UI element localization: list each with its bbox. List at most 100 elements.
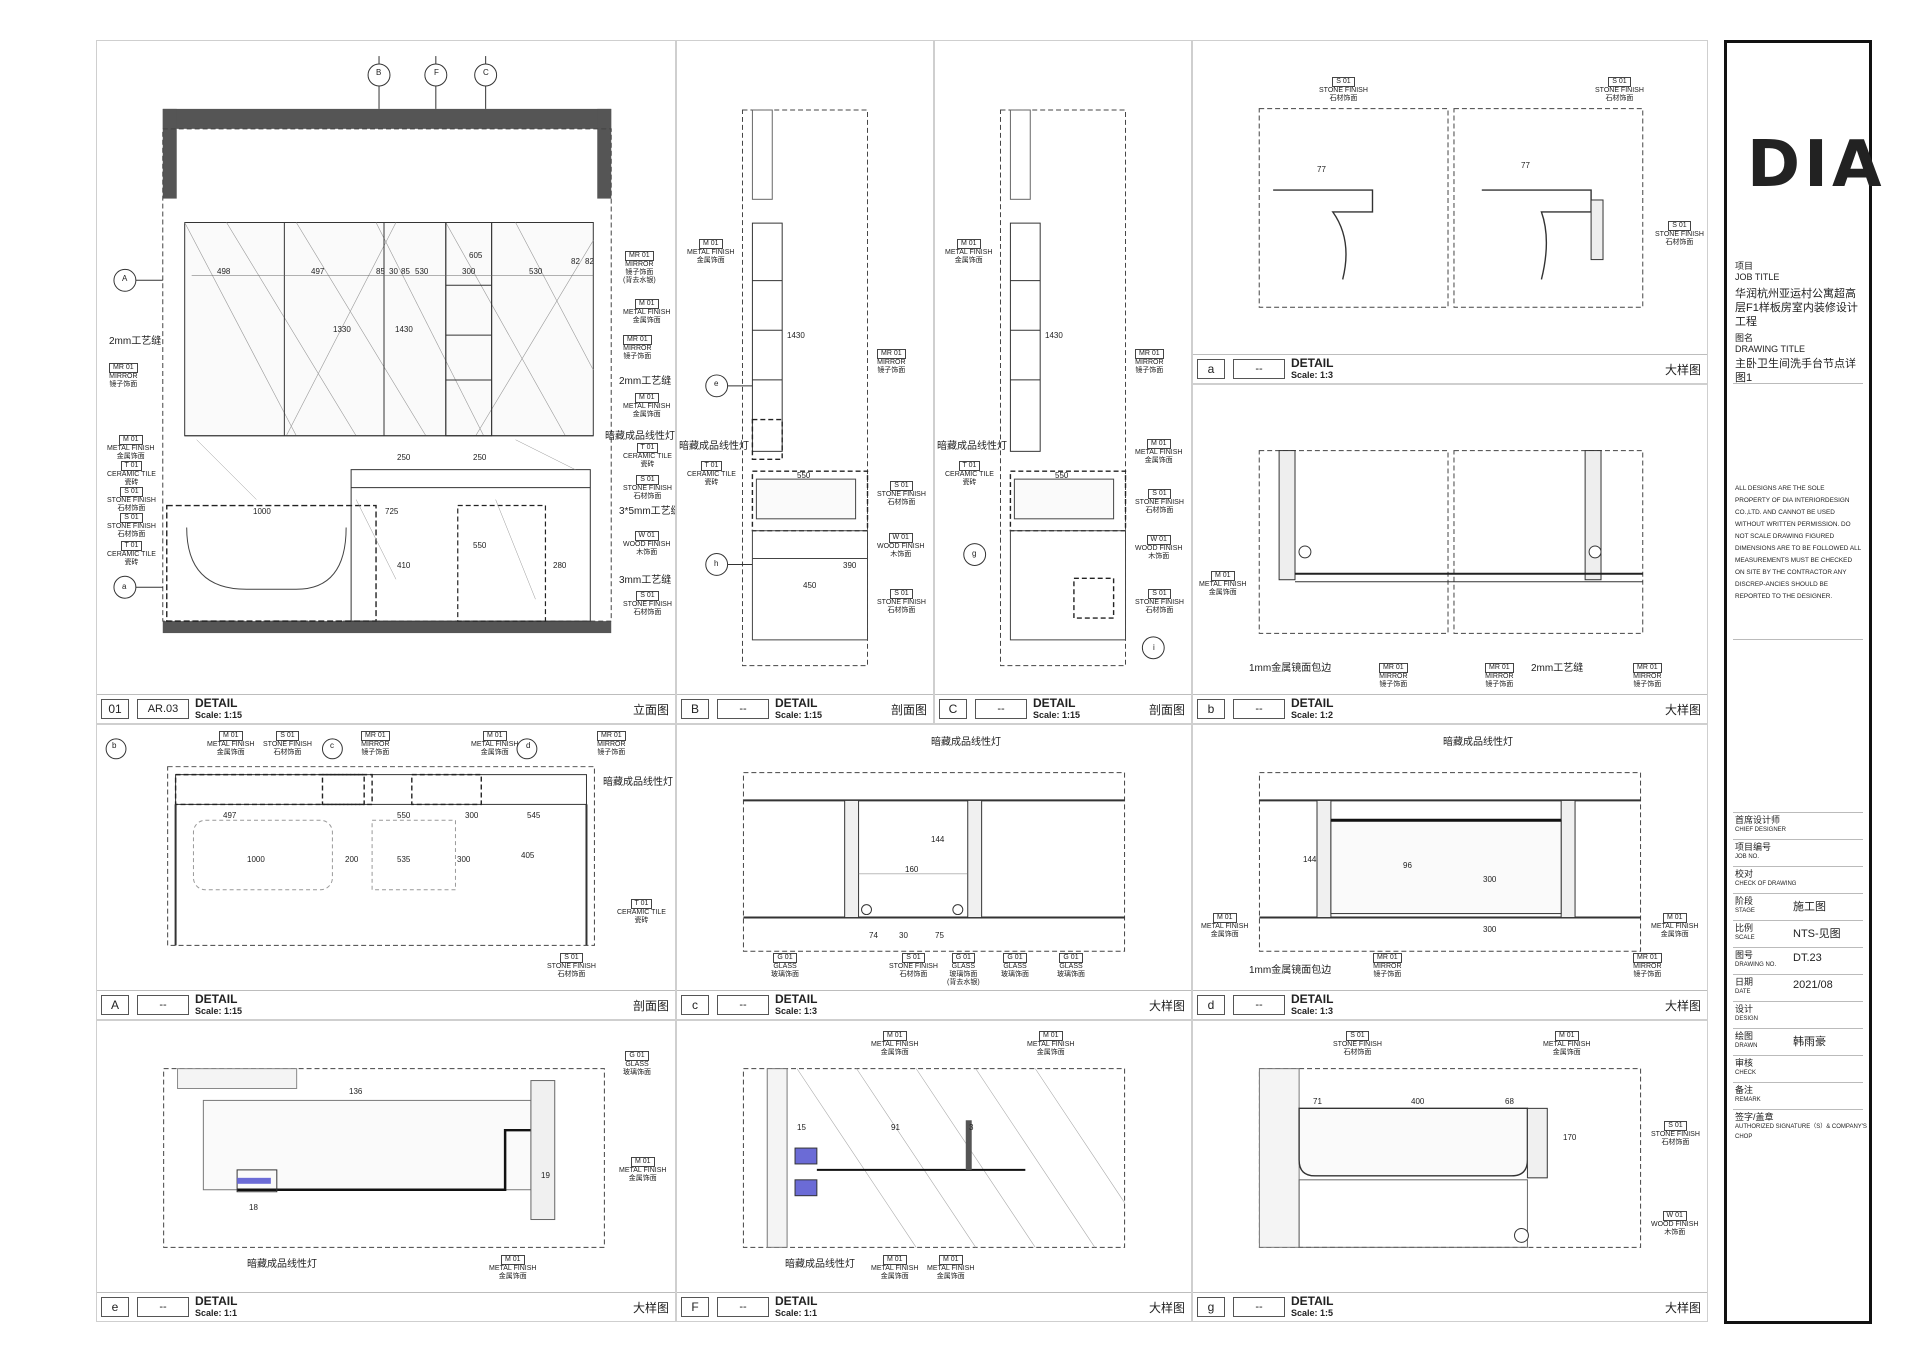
panel-title-bar: g -- DETAIL Scale: 1:5 大样图 — [1193, 1292, 1707, 1321]
d-note-light: 暗藏成品线性灯 — [1443, 737, 1513, 748]
panel-title-bar: B -- DETAIL Scale: 1:15 剖面图 — [677, 694, 933, 723]
elev-grid-label-F: F — [434, 68, 439, 77]
secB-mark-h: h — [714, 559, 719, 568]
elev-grid-label-a: a — [122, 582, 127, 591]
title-row-value: 施工图 — [1793, 901, 1826, 913]
A-dim-545: 545 — [527, 811, 541, 820]
section-A-svg — [105, 738, 595, 946]
detail-g-svg — [1258, 1068, 1642, 1248]
panel-ref: AR.03 — [137, 699, 189, 719]
panel-scale: Scale: 1:15 — [775, 710, 823, 720]
title-row-label-cn: 图号 — [1735, 950, 1754, 960]
job-name: 华润杭州亚运村公寓超高层F1样板房室内装修设计工程 — [1735, 288, 1858, 328]
F-dim-3: 3 — [969, 1123, 974, 1132]
secC-dim-1430: 1430 — [1045, 331, 1063, 340]
panel-title-bar: c -- DETAIL Scale: 1:3 大样图 — [677, 990, 1191, 1019]
dim-250: 250 — [397, 453, 411, 462]
title-row-label-en: REMARK — [1735, 1097, 1761, 1103]
dim-1430: 1430 — [395, 325, 413, 334]
secB-mark-e: e — [714, 379, 719, 388]
F-dim-15: 15 — [797, 1123, 806, 1132]
A-dim-535: 535 — [397, 855, 411, 864]
panel-ref: -- — [717, 1297, 769, 1317]
panel-title: DETAIL — [775, 992, 818, 1006]
d-dim-144: 144 — [1303, 855, 1317, 864]
title-row-label-en: CHECK OF DRAWING — [1735, 881, 1797, 887]
title-row-label-cn: 校对 — [1735, 869, 1754, 879]
title-row-label: 校对 CHECK OF DRAWING — [1735, 869, 1796, 889]
title-row-divider — [1733, 893, 1863, 894]
panel-kind: 大样图 — [1664, 703, 1701, 717]
title-row-label-cn: 阶段 — [1735, 896, 1754, 906]
e-dim-18: 18 — [249, 1203, 258, 1212]
c-dim-160: 160 — [905, 865, 919, 874]
secB-note-light: 暗藏成品线性灯 — [679, 441, 749, 452]
title-row-label-en: AUTHORIZED SIGNATURE（S）& COMPANY'S CHOP — [1735, 1124, 1867, 1140]
g-dim-400: 400 — [1411, 1097, 1425, 1106]
title-row-divider — [1733, 866, 1863, 867]
panel-kind: 大样图 — [1664, 1301, 1701, 1315]
note-gap35: 3*5mm工艺缝 — [619, 506, 675, 517]
A-dim-300: 300 — [465, 811, 479, 820]
panel-title-bar: A -- DETAIL Scale: 1:15 剖面图 — [97, 990, 675, 1019]
panel-title: DETAIL — [1291, 992, 1334, 1006]
dim-530b: 530 — [529, 267, 543, 276]
note-light-right: 暗藏成品线性灯 — [605, 431, 675, 442]
panel-scale: Scale: 1:15 — [195, 710, 243, 720]
panel-number: d — [1197, 995, 1225, 1015]
secC-note-light: 暗藏成品线性灯 — [937, 441, 1007, 452]
title-row-label-en: CHECK — [1735, 1070, 1757, 1076]
title-row-divider — [1733, 1109, 1863, 1110]
title-row-label-en: DESIGN — [1735, 1016, 1759, 1022]
secB-dim-450: 450 — [803, 581, 817, 590]
dim-550: 550 — [473, 541, 487, 550]
panel-number: B — [681, 699, 709, 719]
F-dim-91: 91 — [891, 1123, 900, 1132]
panel-number: b — [1197, 699, 1225, 719]
dim-498: 498 — [217, 267, 231, 276]
title-row-label-cn: 比例 — [1735, 923, 1754, 933]
dim-82: 82 — [571, 257, 580, 266]
panel-title-bar: a -- DETAIL Scale: 1:3 大样图 — [1193, 354, 1707, 383]
title-row-label-cn: 项目编号 — [1735, 842, 1772, 852]
A-dim-200: 200 — [345, 855, 359, 864]
panel-kind: 大样图 — [1664, 999, 1701, 1013]
dim-250b: 250 — [473, 453, 487, 462]
panel-number: e — [101, 1297, 129, 1317]
panel-scale: Scale: 1:5 — [1291, 1308, 1334, 1318]
panel-title: DETAIL — [1291, 1294, 1334, 1308]
panel-title: DETAIL — [1291, 696, 1334, 710]
dim-497: 497 — [311, 267, 325, 276]
